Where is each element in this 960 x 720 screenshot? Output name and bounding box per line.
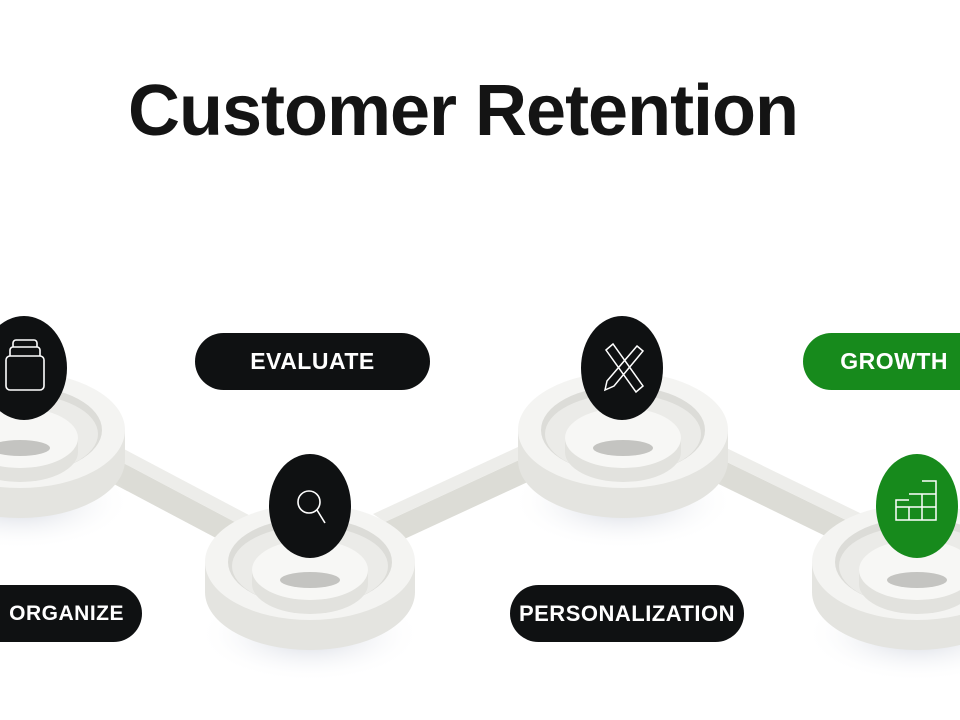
step-label-organize: ORGANIZE <box>0 585 142 642</box>
connector <box>95 440 262 556</box>
pencil-ruler-icon <box>581 316 663 420</box>
bar-steps-icon <box>876 454 958 558</box>
archive-box-icon <box>0 316 67 420</box>
connector <box>373 440 545 548</box>
step-label-growth: GROWTH <box>803 333 960 390</box>
connector <box>698 440 862 548</box>
page-title: Customer Retention <box>127 71 799 151</box>
step-label-evaluate: EVALUATE <box>195 333 430 390</box>
step-label-personalization: PERSONALIZATION <box>510 585 744 642</box>
magnifier-icon <box>269 454 351 558</box>
